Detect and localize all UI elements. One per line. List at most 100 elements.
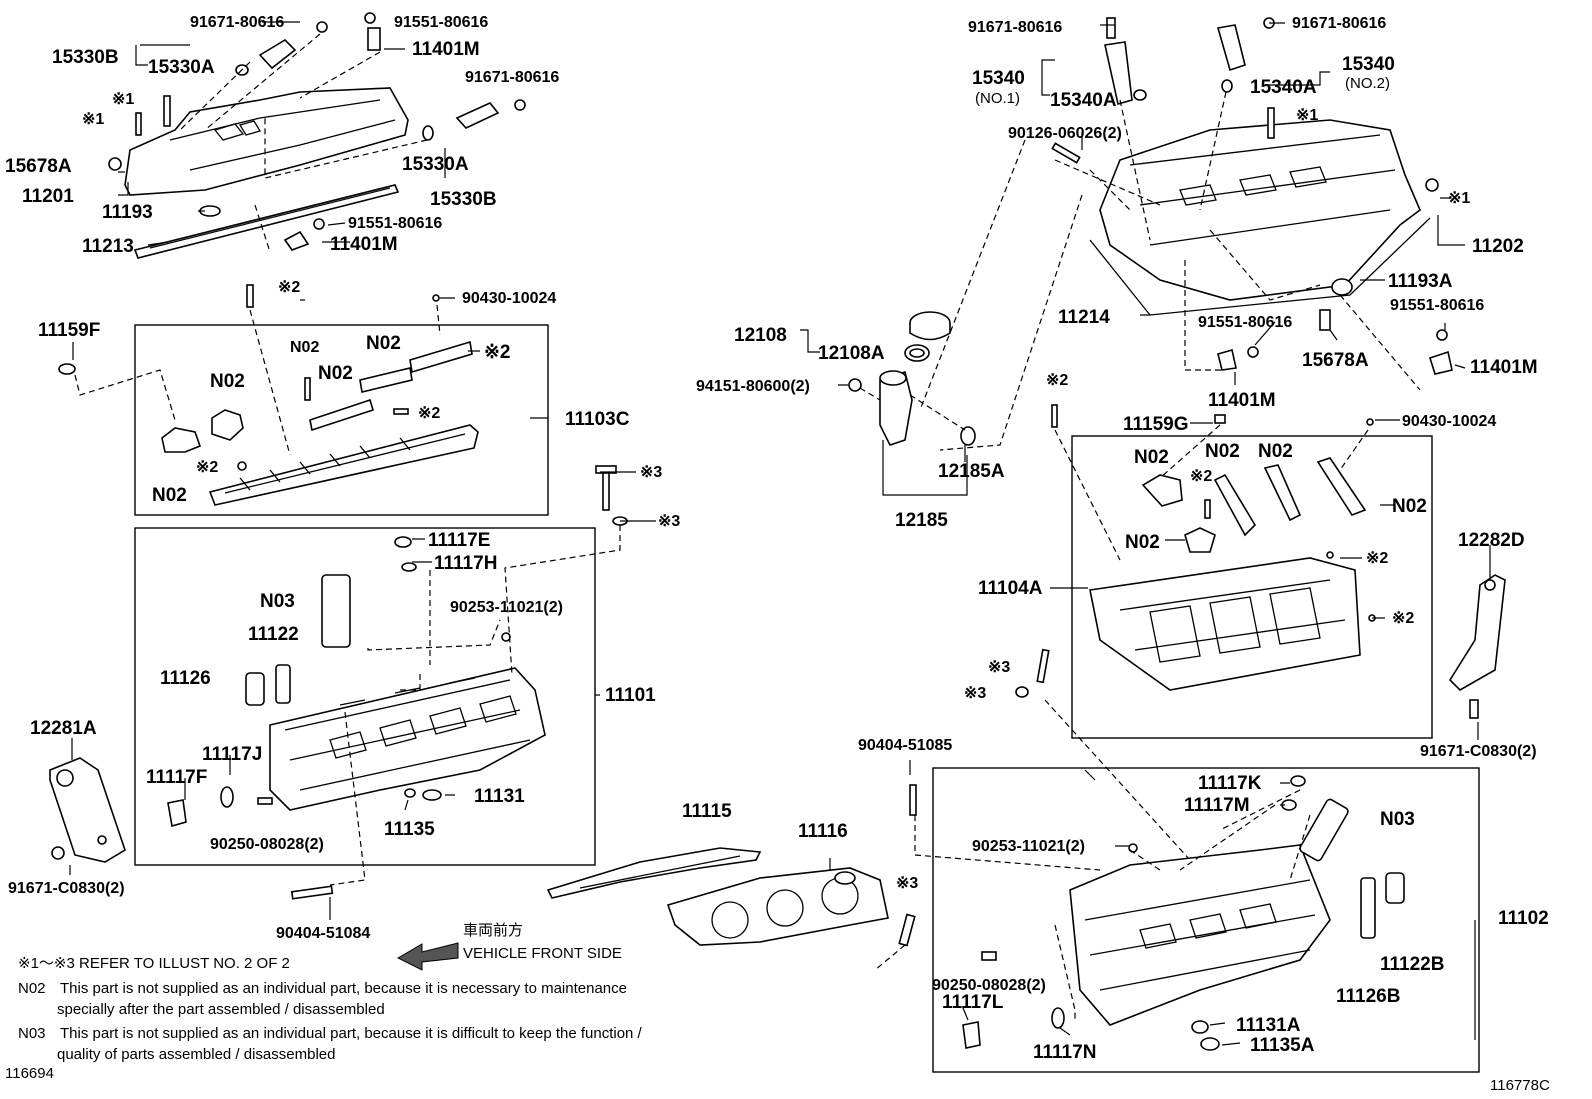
label-f4: N03 bbox=[1380, 809, 1415, 830]
front-label-jp: 車両前方 bbox=[463, 922, 523, 939]
label-d17: 12108 bbox=[734, 325, 787, 346]
label-d3: 15340 bbox=[972, 68, 1025, 89]
label-c1: ※3 bbox=[640, 464, 662, 481]
label-e6: N02 bbox=[1134, 447, 1169, 468]
label-e8: 12185A bbox=[938, 461, 1005, 482]
label-e12: 12282D bbox=[1458, 530, 1525, 551]
label-c4: 11117H bbox=[434, 553, 497, 574]
label-a12: 15330A bbox=[402, 154, 469, 175]
camshaft-housing-11103c bbox=[58, 284, 479, 506]
label-b12: N02 bbox=[152, 485, 187, 506]
label-c16: 91671-C0830(2) bbox=[8, 880, 125, 897]
note-n02-code: N02 bbox=[18, 980, 46, 997]
front-label-en: VEHICLE FRONT SIDE bbox=[463, 945, 622, 962]
label-c5: N03 bbox=[260, 591, 295, 612]
label-d7: (NO.2) bbox=[1345, 75, 1390, 92]
note-n03-line1: This part is not supplied as an individu… bbox=[60, 1025, 643, 1042]
note-n02-line2: specially after the part assembled / dis… bbox=[57, 1001, 385, 1018]
oil-filler-cap-12108 bbox=[904, 311, 951, 362]
label-b2: 90430-10024 bbox=[462, 290, 556, 307]
label-f8: ※3 bbox=[896, 875, 918, 892]
sensor-15330a-right bbox=[422, 99, 526, 141]
label-a8: ※1 bbox=[82, 111, 104, 128]
label-e4: N02 bbox=[1205, 441, 1240, 462]
illustration-id-right: 116778C bbox=[1490, 1077, 1550, 1094]
label-f16: 11135A bbox=[1250, 1035, 1315, 1056]
group-box-11102 bbox=[932, 767, 1480, 1073]
label-f9: 11102 bbox=[1498, 908, 1549, 929]
label-a11: 11193 bbox=[102, 202, 153, 223]
label-f14: 11131A bbox=[1236, 1015, 1301, 1036]
group-box-11103c bbox=[134, 324, 549, 516]
label-a5: 11401M bbox=[412, 39, 480, 60]
label-d15: 11214 bbox=[1058, 307, 1110, 328]
label-a1: 91671-80616 bbox=[190, 14, 284, 31]
labels: 91671-80616 91551-80616 15330B 15330A 11… bbox=[5, 14, 1549, 1063]
label-c15: 90250-08028(2) bbox=[210, 836, 324, 853]
oil-filler-pipe-12185 bbox=[848, 370, 976, 446]
label-a4: 15330A bbox=[148, 57, 215, 78]
label-f13: 11117L bbox=[942, 992, 1004, 1013]
label-e9: N02 bbox=[1392, 496, 1427, 517]
label-b6: ※2 bbox=[484, 342, 511, 363]
cylinder-head-11102 bbox=[898, 775, 1405, 1051]
label-f15: 11117N bbox=[1033, 1042, 1096, 1063]
label-e7: ※2 bbox=[1190, 468, 1212, 485]
label-f6: 11116 bbox=[798, 821, 848, 842]
label-c3: 11117E bbox=[428, 530, 490, 551]
label-a7: ※1 bbox=[112, 91, 134, 108]
sensor-11401m-lower bbox=[283, 218, 325, 251]
label-e10: 12185 bbox=[895, 510, 948, 531]
label-c12: 11117F bbox=[146, 767, 207, 788]
label-a10: 11201 bbox=[22, 186, 74, 207]
label-f12: 11126B bbox=[1336, 986, 1400, 1007]
label-b11: ※2 bbox=[196, 459, 218, 476]
bracket-12282d bbox=[1448, 574, 1506, 719]
stud-bolt-1 bbox=[163, 95, 171, 127]
label-a15: 11213 bbox=[82, 236, 134, 257]
label-c17: 90404-51084 bbox=[276, 925, 370, 942]
label-a13: 15330B bbox=[430, 189, 497, 210]
label-c8: 11126 bbox=[160, 668, 211, 689]
label-d8: 15340A bbox=[1250, 77, 1317, 98]
label-c14: 11135 bbox=[384, 819, 435, 840]
gasket-11116 bbox=[666, 867, 889, 946]
label-e11: N02 bbox=[1125, 532, 1160, 553]
label-d14: 91551-80616 bbox=[1390, 297, 1484, 314]
label-d16: 91551-80616 bbox=[1198, 314, 1292, 331]
plug-15678a bbox=[108, 157, 122, 171]
note-n03-code: N03 bbox=[18, 1025, 46, 1042]
group-box-11101 bbox=[134, 527, 596, 866]
note-n03-line2: quality of parts assembled / disassemble… bbox=[57, 1046, 335, 1063]
label-c13: 11131 bbox=[474, 786, 525, 807]
label-e5: N02 bbox=[1258, 441, 1293, 462]
cylinder-head-11101 bbox=[167, 465, 628, 900]
label-c9: 11101 bbox=[605, 685, 656, 706]
label-b8: N02 bbox=[210, 371, 245, 392]
label-e15: ※2 bbox=[1392, 610, 1414, 627]
label-e16: ※3 bbox=[988, 659, 1010, 676]
label-f5: 11115 bbox=[682, 801, 732, 822]
label-b4: N02 bbox=[366, 333, 401, 354]
label-e2: 11159G bbox=[1123, 414, 1189, 435]
label-c7: 11122 bbox=[248, 624, 299, 645]
note-n02-line1: This part is not supplied as an individu… bbox=[60, 980, 627, 997]
label-d10: 90126-06026(2) bbox=[1008, 125, 1122, 142]
label-a16: 11401M bbox=[330, 234, 398, 255]
label-e14: 11104A bbox=[978, 578, 1043, 599]
label-d21: 94151-80600(2) bbox=[696, 378, 810, 395]
label-a2: 91551-80616 bbox=[394, 14, 488, 31]
label-a9: 15678A bbox=[5, 156, 72, 177]
label-c10: 12281A bbox=[30, 718, 97, 739]
label-e17: ※3 bbox=[964, 685, 986, 702]
label-d4: (NO.1) bbox=[975, 90, 1020, 107]
label-d1: 91671-80616 bbox=[968, 19, 1062, 36]
label-d13: 11193A bbox=[1388, 271, 1453, 292]
camshaft-housing-11104a bbox=[1051, 404, 1376, 691]
label-e3: 90430-10024 bbox=[1402, 413, 1496, 430]
label-d22: 11401M bbox=[1470, 357, 1538, 378]
label-d12: 11202 bbox=[1472, 236, 1524, 257]
bolt-1 bbox=[135, 112, 142, 136]
label-c11: 11117J bbox=[202, 744, 262, 765]
